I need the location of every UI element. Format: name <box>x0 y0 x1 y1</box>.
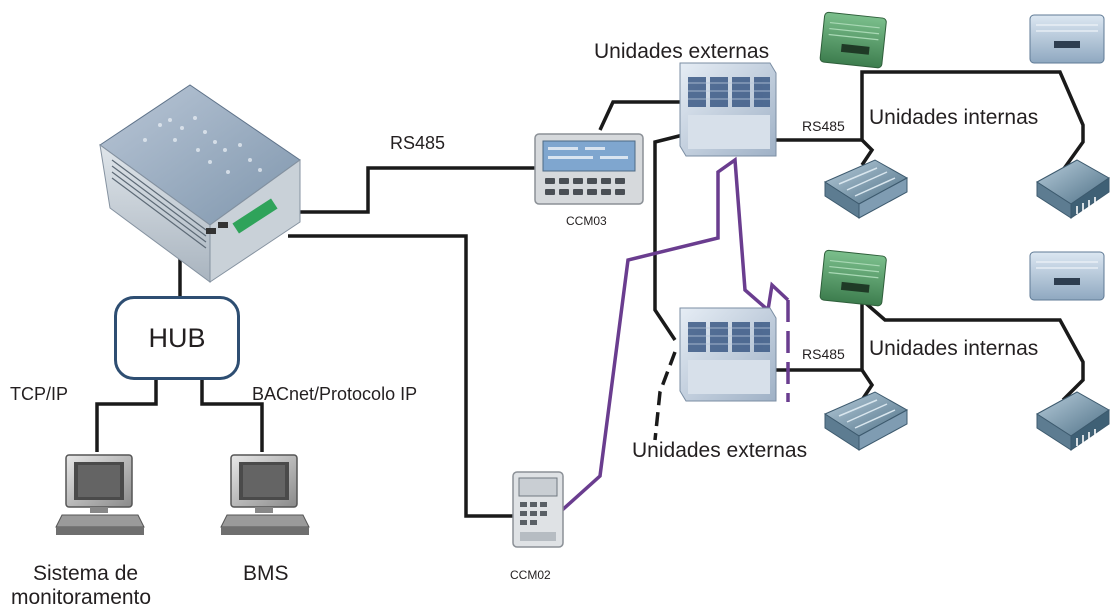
wire-hub-monitoring <box>95 380 158 452</box>
wire-indoor-bus-top <box>775 70 1085 172</box>
indoor-unit-icon <box>819 11 887 69</box>
rs485-bottom-label: RS485 <box>802 346 845 362</box>
hub-box: HUB <box>114 296 240 380</box>
indoor-unit-icon <box>1029 14 1105 64</box>
controller-icon <box>534 133 644 205</box>
outdoor-unit-icon <box>679 62 777 157</box>
wire-indoor-branch-top <box>860 138 875 166</box>
outdoor-units-label-top: Unidades externas <box>594 40 770 63</box>
computer-icon <box>220 454 310 535</box>
indoor-units-label-bottom: Unidades internas <box>869 337 1039 360</box>
rs485-top-label: RS485 <box>802 118 845 134</box>
wire-hub-bms <box>200 380 264 452</box>
gateway-icon <box>99 84 301 283</box>
outdoor-units-label-bottom: Unidades externas <box>632 439 808 462</box>
indoor-unit-icon <box>1029 251 1105 301</box>
cassette-unit-icon <box>823 391 909 451</box>
wire-indoor-branch-bottom <box>860 369 875 401</box>
hub-label: HUB <box>148 322 206 353</box>
controller-icon <box>512 471 564 548</box>
wire-gateway-ccm03 <box>285 166 537 214</box>
wire-outdoor-chain <box>653 133 684 341</box>
monitoring-label-line2: monitoramento <box>11 586 152 609</box>
purple-wire-ccm02 <box>558 156 790 514</box>
wire-gateway-ccm02 <box>288 234 513 518</box>
tcpip-label: TCP/IP <box>10 384 69 404</box>
computer-icon <box>55 454 145 535</box>
indoor-unit-icon <box>819 249 887 307</box>
bacnet-label: BACnet/Protocolo IP <box>252 384 418 404</box>
cassette-unit-icon <box>823 159 909 219</box>
wire-ccm03-outdoor <box>598 100 683 131</box>
rs485-main-label: RS485 <box>390 133 446 153</box>
wires <box>95 70 1085 518</box>
cassette-unit-icon <box>1036 391 1110 451</box>
indoor-units-label-top: Unidades internas <box>869 106 1039 129</box>
outdoor-unit-icon <box>679 307 777 402</box>
monitoring-label-line1: Sistema de <box>33 562 139 585</box>
ccm02-label: CCM02 <box>510 568 551 582</box>
cassette-unit-icon <box>1036 159 1110 219</box>
purple-wires <box>558 156 790 514</box>
ccm03-label: CCM03 <box>566 214 607 228</box>
bms-label: BMS <box>243 562 289 585</box>
wire-indoor-bus-bottom <box>775 296 1085 402</box>
wire-outdoor-dashed <box>653 351 677 441</box>
